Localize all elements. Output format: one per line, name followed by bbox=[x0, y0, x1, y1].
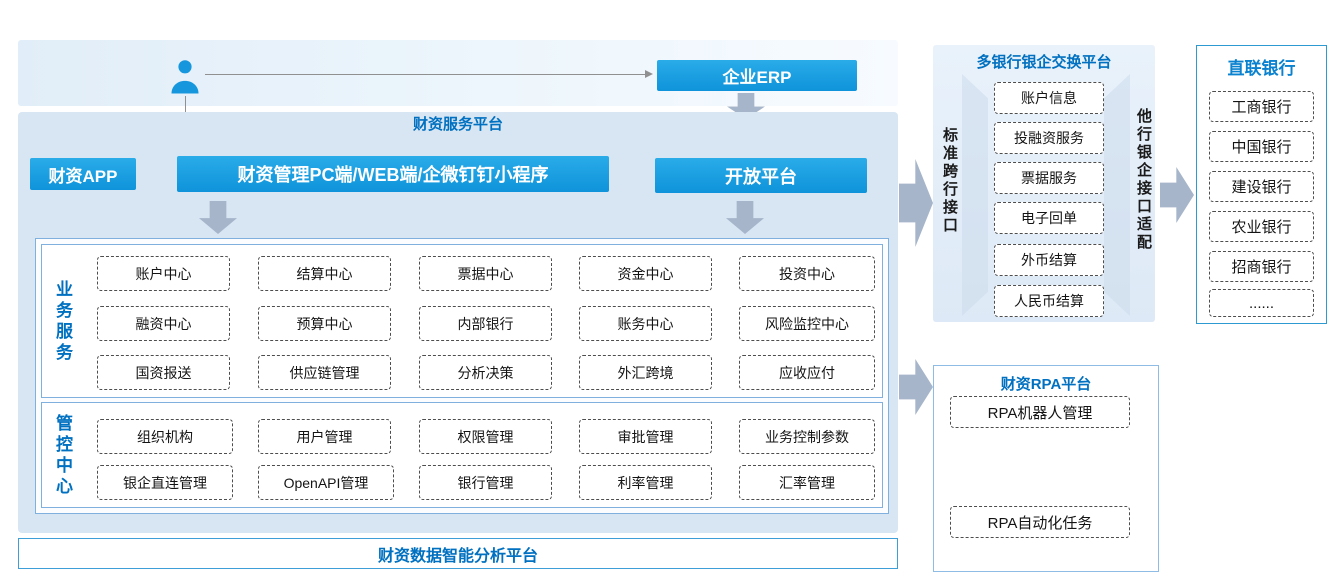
module-box: 外汇跨境 bbox=[579, 355, 712, 390]
user-to-erp-line bbox=[205, 74, 645, 75]
rpa-platform-panel: 财资RPA平台 RPA机器人管理 RPA自动化任务 bbox=[933, 365, 1159, 572]
module-box: 预算中心 bbox=[258, 306, 391, 341]
module-box: 供应链管理 bbox=[258, 355, 391, 390]
module-box: 应收应付 bbox=[739, 355, 875, 390]
module-box: 银企直连管理 bbox=[97, 465, 233, 500]
exchange-item: 投融资服务 bbox=[994, 122, 1104, 154]
direct-banks-title: 直联银行 bbox=[1227, 59, 1296, 78]
module-box: 分析决策 bbox=[419, 355, 552, 390]
other-bank-adapter-label: 他行银企接口适配 bbox=[1135, 108, 1152, 252]
exchange-item: 电子回单 bbox=[994, 202, 1104, 234]
user-icon bbox=[171, 60, 199, 94]
module-box: 审批管理 bbox=[579, 419, 712, 454]
module-box: 票据中心 bbox=[419, 256, 552, 291]
module-box: 业务控制参数 bbox=[739, 419, 875, 454]
bank-item: ...... bbox=[1209, 289, 1314, 317]
direct-banks-panel: 直联银行 工商银行 中国银行 建设银行 农业银行 招商银行 ...... bbox=[1196, 45, 1327, 324]
erp-node: 企业ERP bbox=[657, 60, 857, 91]
exchange-item: 外币结算 bbox=[994, 244, 1104, 276]
module-box: 内部银行 bbox=[419, 306, 552, 341]
module-box: 组织机构 bbox=[97, 419, 233, 454]
data-analysis-platform-label: 财资数据智能分析平台 bbox=[377, 547, 538, 565]
arrow-right-icon bbox=[899, 359, 933, 415]
rpa-platform-title: 财资RPA平台 bbox=[1000, 376, 1092, 393]
module-box: 权限管理 bbox=[419, 419, 552, 454]
bank-item: 农业银行 bbox=[1209, 211, 1314, 242]
open-platform-node: 开放平台 bbox=[655, 158, 867, 193]
platform-title: 财资服务平台 bbox=[412, 116, 503, 133]
bank-item: 工商银行 bbox=[1209, 91, 1314, 122]
module-box: 国资报送 bbox=[97, 355, 230, 390]
exchange-panel-title: 多银行银企交换平台 bbox=[976, 54, 1112, 71]
arrow-right-small-icon bbox=[645, 70, 653, 78]
arrow-right-icon bbox=[899, 159, 933, 247]
exchange-item: 人民币结算 bbox=[994, 285, 1104, 317]
module-box: 结算中心 bbox=[258, 256, 391, 291]
rpa-item: RPA自动化任务 bbox=[950, 506, 1130, 538]
control-center-label: 管控中心 bbox=[53, 414, 72, 498]
module-box: 利率管理 bbox=[579, 465, 712, 500]
funnel-shape bbox=[1104, 74, 1130, 316]
bank-item: 建设银行 bbox=[1209, 171, 1314, 202]
exchange-item: 账户信息 bbox=[994, 82, 1104, 114]
arrow-right-icon bbox=[1160, 167, 1194, 223]
module-box: 汇率管理 bbox=[739, 465, 875, 500]
bank-item: 招商银行 bbox=[1209, 251, 1314, 282]
module-box: 资金中心 bbox=[579, 256, 712, 291]
data-analysis-platform-bar: 财资数据智能分析平台 bbox=[18, 538, 898, 569]
module-box: 融资中心 bbox=[97, 306, 230, 341]
treasury-pc-web-node: 财资管理PC端/WEB端/企微钉钉小程序 bbox=[177, 156, 609, 192]
module-box: 用户管理 bbox=[258, 419, 391, 454]
multi-bank-exchange-panel: 多银行银企交换平台 标准跨行接口 他行银企接口适配 账户信息 投融资服务 票据服… bbox=[933, 45, 1155, 322]
funnel-shape bbox=[962, 74, 988, 316]
bank-item: 中国银行 bbox=[1209, 131, 1314, 162]
module-box: 投资中心 bbox=[739, 256, 875, 291]
module-box: OpenAPI管理 bbox=[258, 465, 394, 500]
module-box: 账户中心 bbox=[97, 256, 230, 291]
standard-interface-label: 标准跨行接口 bbox=[941, 127, 958, 235]
exchange-item: 票据服务 bbox=[994, 162, 1104, 194]
module-box: 账务中心 bbox=[579, 306, 712, 341]
treasury-app-node: 财资APP bbox=[30, 158, 136, 190]
business-services-label: 业务服务 bbox=[53, 280, 72, 364]
rpa-item: RPA机器人管理 bbox=[950, 396, 1130, 428]
module-box: 银行管理 bbox=[419, 465, 552, 500]
module-box: 风险监控中心 bbox=[739, 306, 875, 341]
